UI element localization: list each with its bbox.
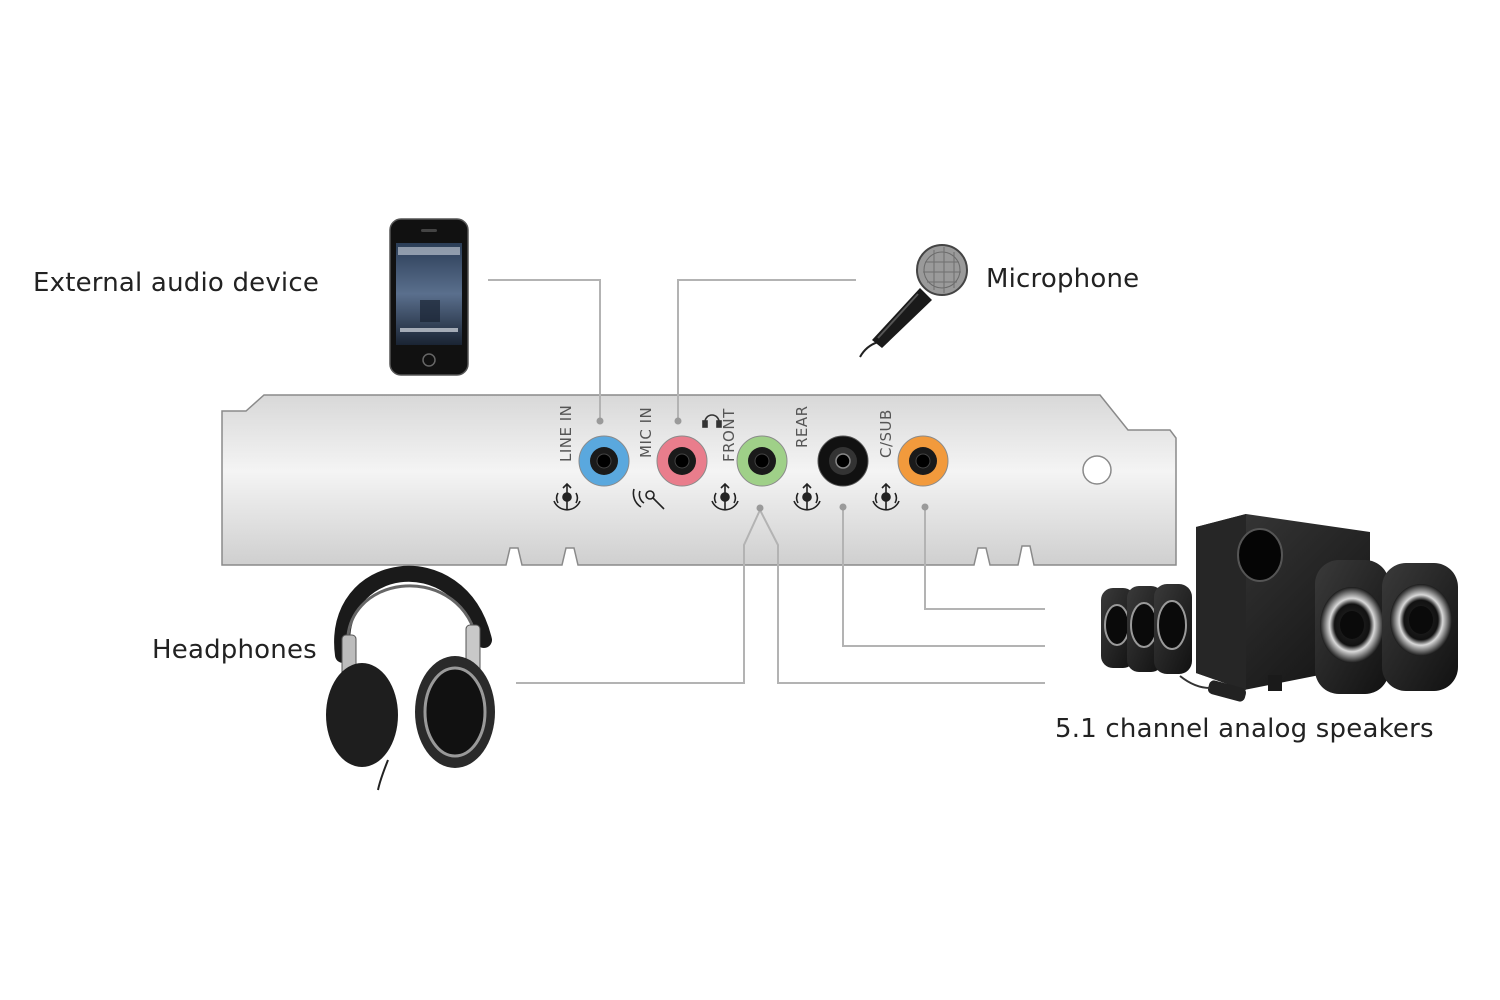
headphones-label: Headphones [152,635,317,665]
port-label: MIC IN [637,407,655,458]
microphone-icon [632,488,665,510]
headphones-image [326,565,495,791]
port-label: REAR [793,405,811,448]
line-io-icon [711,482,739,511]
port-rear: REAR [793,405,869,511]
port-csub: C/SUB [872,409,949,511]
front-speakers-connector [759,509,1045,684]
line-io-icon [793,482,821,511]
front-headphones-connector [516,509,761,684]
speakers-image [1101,514,1458,702]
connector-lines [488,279,1045,684]
csub-connector [924,507,1045,610]
headphones-icon [702,414,722,428]
rear-connector [842,507,1045,647]
port-line-in: LINE IN [553,405,630,511]
port-mic-in: MIC IN [632,407,708,510]
external-audio-device-label: External audio device [33,268,320,298]
mic-in-connector [677,279,856,420]
line-io-icon [553,482,581,511]
port-label: C/SUB [877,409,895,458]
speakers-label: 5.1 channel analog speakers [1055,714,1434,744]
smartphone-image [389,218,469,376]
line-io-icon [872,482,900,511]
port-label: FRONT [720,408,738,462]
microphone-image [859,244,968,358]
port-label: LINE IN [557,405,575,462]
line-in-connector [488,279,601,420]
microphone-label: Microphone [986,264,1140,294]
mounting-hole [1082,455,1112,485]
port-front: FRONT [702,408,788,511]
